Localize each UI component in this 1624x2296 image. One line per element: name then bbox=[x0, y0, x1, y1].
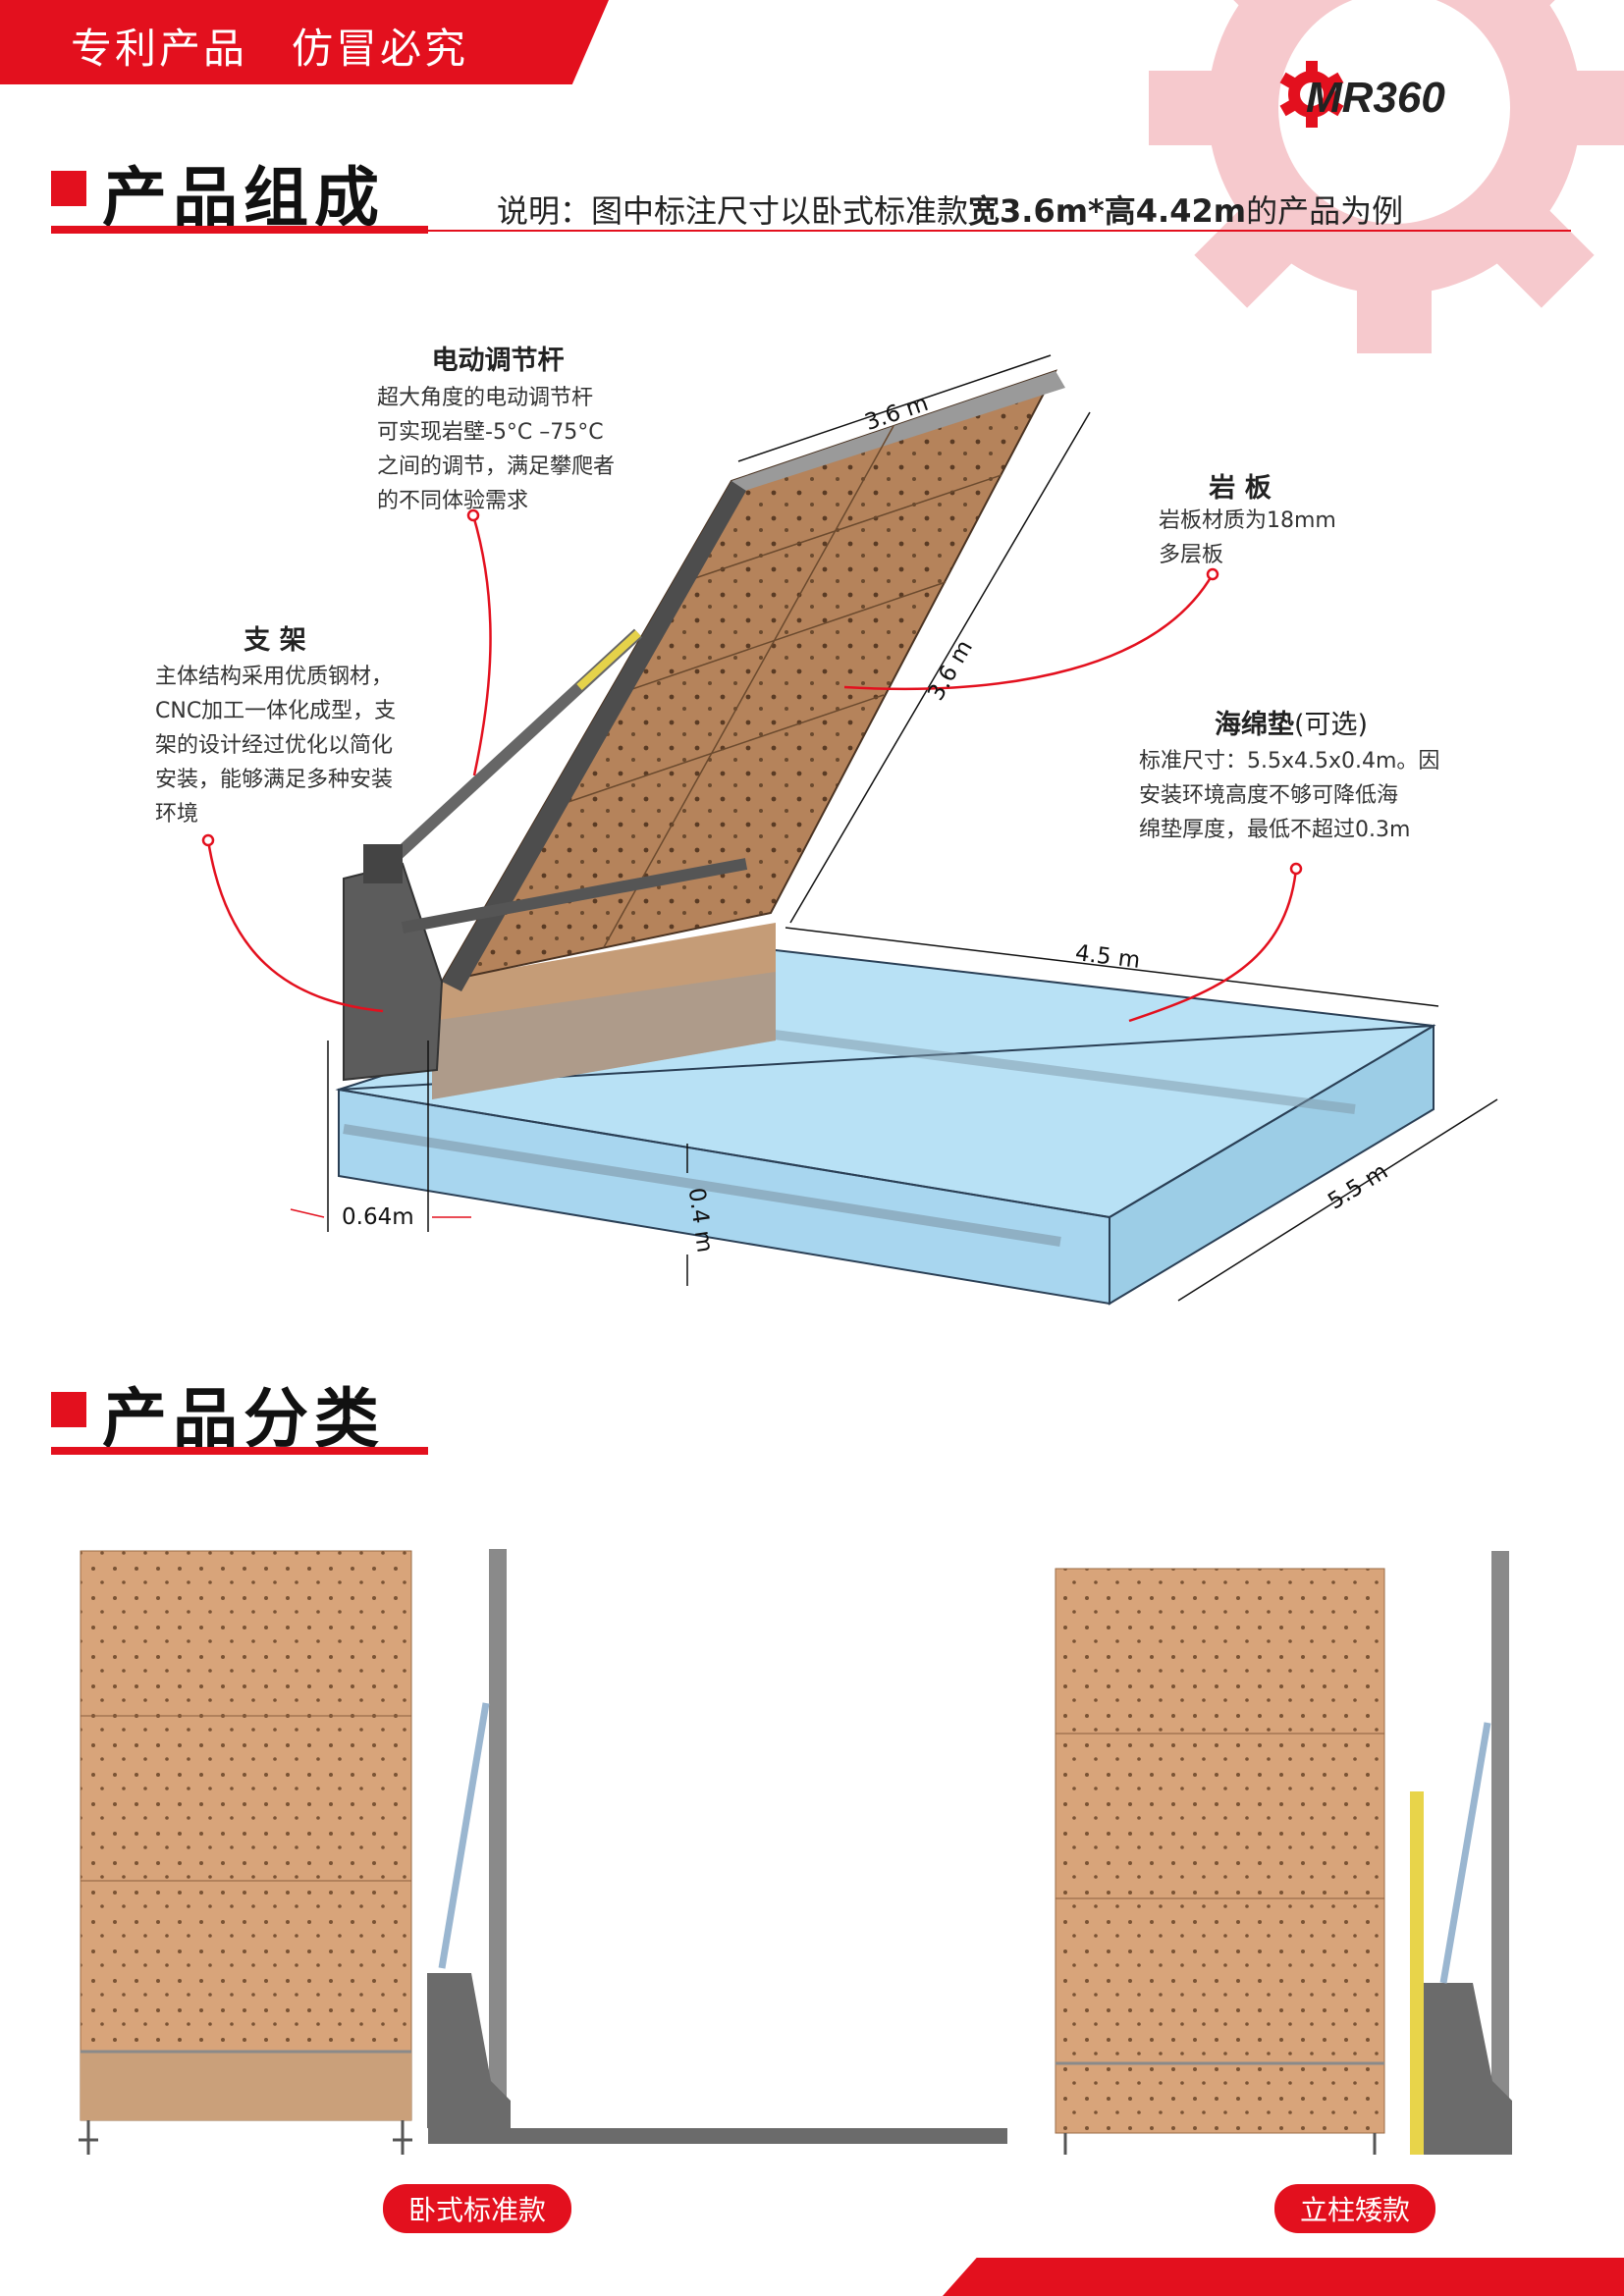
note-bold: 宽3.6m*高4.42m bbox=[968, 192, 1247, 230]
standard-model-side bbox=[427, 1549, 1007, 2144]
wall-base bbox=[432, 923, 776, 1099]
section2-marker bbox=[51, 1392, 86, 1427]
bottom-accent-bar bbox=[943, 2258, 1624, 2296]
note-prefix: 说明：图中标注尺寸以卧式标准款 bbox=[497, 192, 969, 230]
frame-title: 支 架 bbox=[244, 625, 306, 656]
dimension-arrows bbox=[290, 1208, 471, 1218]
product-label-standard: 卧式标准款 bbox=[383, 2184, 572, 2233]
banner-text: 专利产品 仿冒必究 bbox=[71, 25, 469, 73]
board-body: 岩板材质为18mm 多层板 bbox=[1159, 508, 1336, 567]
section1-underline bbox=[51, 226, 428, 234]
standard-model-front bbox=[79, 1550, 412, 2155]
mat-title-optional: (可选) bbox=[1293, 710, 1369, 740]
brand-logo: MR360 bbox=[1279, 61, 1445, 128]
rod-title: 电动调节杆 bbox=[431, 346, 565, 376]
section1-marker bbox=[51, 171, 86, 206]
upright-model-front bbox=[1055, 1568, 1385, 2155]
section1-title: 产品组成 bbox=[102, 160, 385, 236]
board-title: 岩 板 bbox=[1209, 473, 1272, 504]
section2-title: 产品分类 bbox=[102, 1381, 385, 1457]
callout-lines bbox=[201, 508, 1303, 1023]
section1-rule bbox=[428, 230, 1571, 232]
dimension-lines bbox=[327, 354, 1498, 1302]
rod-body: 超大角度的电动调节杆 可实现岩壁-5°C –75°C 之间的调节，满足攀爬者 的… bbox=[377, 386, 616, 513]
mat-title: 海绵垫(可选) bbox=[1139, 703, 1443, 741]
steel-frame bbox=[343, 481, 748, 1082]
mat-title-main: 海绵垫 bbox=[1214, 710, 1294, 740]
climbing-wall-panel bbox=[440, 369, 1065, 984]
section2-underline bbox=[51, 1447, 428, 1455]
section1-note: 说明：图中标注尺寸以卧式标准款宽3.6m*高4.42m的产品为例 bbox=[497, 187, 1403, 232]
upright-model-side bbox=[1410, 1551, 1512, 2155]
top-banner: 专利产品 仿冒必究 bbox=[0, 0, 609, 84]
logo-text: MR360 bbox=[1306, 74, 1445, 122]
note-suffix: 的产品为例 bbox=[1246, 192, 1404, 230]
frame-body: 主体结构采用优质钢材， CNC加工一体化成型，支 架的设计经过优化以简化 安装，… bbox=[155, 665, 397, 827]
dim-frame-depth: 0.64m bbox=[342, 1204, 414, 1230]
mat-body: 标准尺寸：5.5x4.5x0.4m。因 安装环境高度不够可降低海 绵垫厚度，最低… bbox=[1139, 749, 1440, 842]
product-label-upright: 立柱矮款 bbox=[1274, 2184, 1436, 2233]
